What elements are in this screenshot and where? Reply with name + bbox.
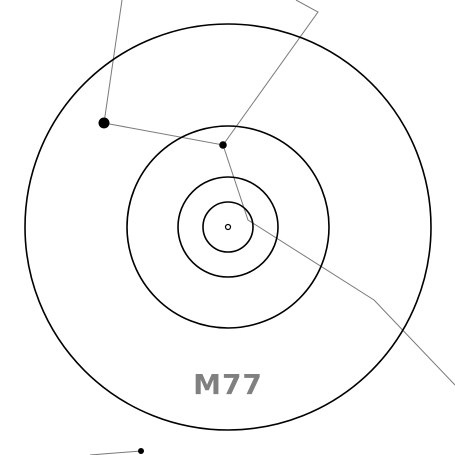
- star-hop-lines: [89, 0, 455, 455]
- pattern-line-upper: [103, 0, 319, 146]
- guide-star: [219, 141, 227, 149]
- stars: [98, 117, 227, 454]
- faint-star: [138, 448, 144, 454]
- field-rings: [24, 23, 432, 431]
- target-marker: [224, 223, 232, 231]
- pattern-line-lower-right: [222, 144, 455, 386]
- bright-star: [98, 117, 110, 129]
- medium-field-ring: [177, 176, 279, 278]
- pattern-line-bottom-left: [89, 450, 142, 455]
- target-label: M77: [193, 368, 263, 401]
- narrow-field-ring: [202, 201, 254, 253]
- wide-field-ring: [126, 125, 330, 329]
- finder-field-ring: [24, 23, 432, 431]
